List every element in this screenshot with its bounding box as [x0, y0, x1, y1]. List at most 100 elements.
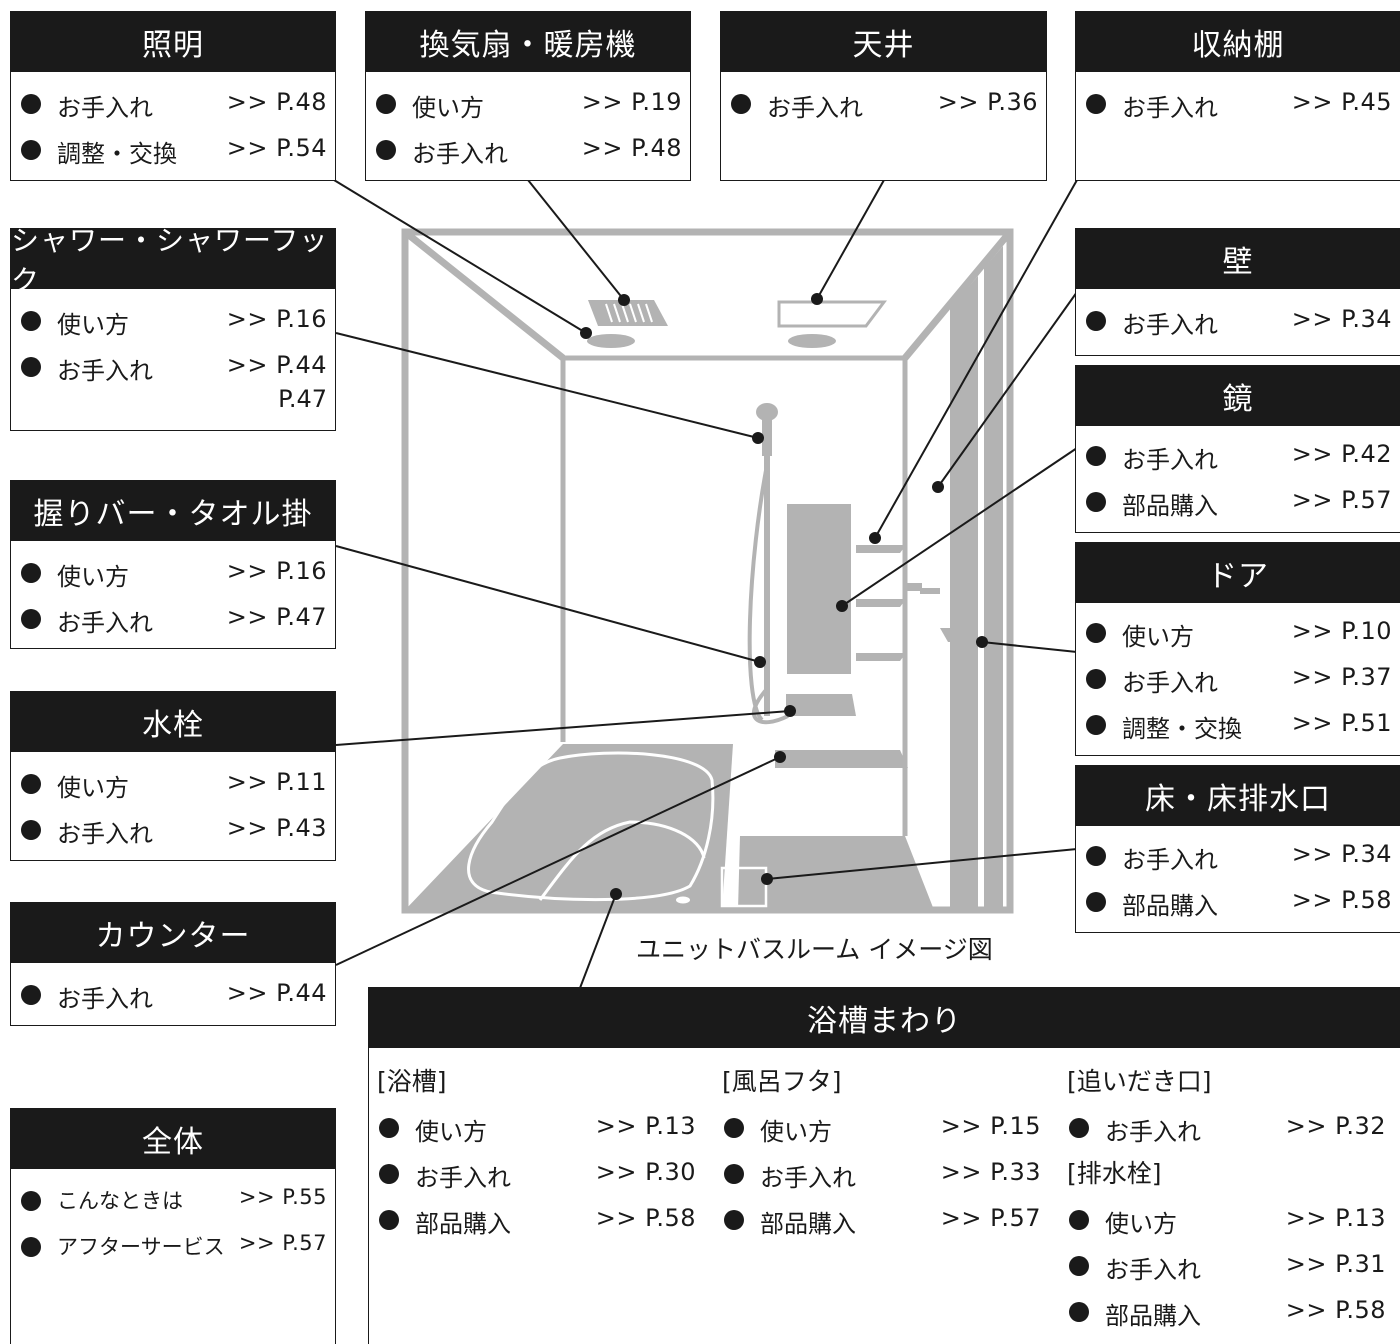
bullet-icon [21, 94, 41, 114]
page-ref[interactable]: >> P.11 [226, 768, 327, 796]
list-item[interactable]: 部品購入 >> P.58 [1059, 1292, 1394, 1332]
page-ref[interactable]: >> P.36 [937, 88, 1038, 116]
list-item[interactable]: 使い方 >> P.11 [11, 764, 335, 804]
page-ref[interactable]: >> P.19 [581, 88, 682, 116]
item-label: 部品購入 [1122, 892, 1218, 920]
bullet-icon [1086, 669, 1106, 689]
list-item[interactable]: お手入れ >> P.48 [11, 84, 335, 124]
page-ref[interactable]: >> P.34 [1291, 305, 1392, 333]
page-ref[interactable]: >> P.16 [226, 557, 327, 585]
bullet-icon [731, 94, 751, 114]
page-ref[interactable]: >> P.13 [595, 1112, 696, 1140]
page-ref[interactable]: >> P.48 [226, 88, 327, 116]
list-item[interactable]: お手入れ >> P.36 [721, 84, 1046, 124]
item-label: アフターサービス [57, 1235, 225, 1259]
page-ref[interactable]: >> P.47 [226, 603, 327, 631]
item-label: 使い方 [412, 94, 484, 122]
item-label: 部品購入 [760, 1210, 856, 1238]
page-ref[interactable]: >> P.10 [1291, 617, 1392, 645]
item-label: 使い方 [57, 563, 129, 591]
bullet-icon [1069, 1256, 1089, 1276]
list-item[interactable]: お手入れ >> P.33 [714, 1154, 1049, 1194]
page-ref[interactable]: >> P.58 [1291, 886, 1392, 914]
list-item[interactable]: お手入れ >> P.45 [1076, 84, 1400, 124]
door-title: ドア [1076, 543, 1400, 603]
page-ref[interactable]: >> P.13 [1285, 1204, 1386, 1232]
page-ref[interactable]: >> P.54 [226, 134, 327, 162]
list-item[interactable]: お手入れ >> P.37 [1076, 659, 1400, 699]
page-ref[interactable]: >> P.34 [1291, 840, 1392, 868]
item-label: お手入れ [57, 820, 153, 848]
list-item[interactable]: お手入れ >> P.30 [369, 1154, 704, 1194]
illustration-caption: ユニットバスルーム イメージ図 [636, 935, 993, 964]
list-item[interactable]: 調整・交換 >> P.51 [1076, 705, 1400, 745]
bullet-icon [1086, 492, 1106, 512]
list-item[interactable]: 使い方 >> P.19 [366, 84, 690, 124]
page-ref[interactable]: >> P.55 [238, 1185, 327, 1209]
page-ref[interactable]: >> P.48 [581, 134, 682, 162]
page-ref[interactable]: >> P.45 [1291, 88, 1392, 116]
lid-list: 使い方 >> P.15 お手入れ >> P.33 部品購入 >> P.57 [714, 1108, 1049, 1258]
item-label: お手入れ [57, 985, 153, 1013]
list-item[interactable]: お手入れ >> P.44 P.47 [11, 347, 335, 413]
item-label: 使い方 [57, 311, 129, 339]
bullet-icon [21, 140, 41, 160]
page-ref-2[interactable]: P.47 [278, 385, 327, 413]
page-ref[interactable]: >> P.44 [226, 979, 327, 1007]
bullet-icon [724, 1210, 744, 1230]
item-label: 使い方 [1122, 623, 1194, 651]
list-item[interactable]: こんなときは >> P.55 [11, 1181, 335, 1221]
item-label: お手入れ [1105, 1118, 1201, 1146]
list-item[interactable]: 使い方 >> P.16 [11, 301, 335, 341]
page-ref[interactable]: >> P.42 [1291, 440, 1392, 468]
list-item[interactable]: 部品購入 >> P.57 [714, 1200, 1049, 1240]
shower-box: シャワー・シャワーフック 使い方 >> P.16 お手入れ >> P.44 P.… [10, 224, 336, 431]
list-item[interactable]: 部品購入 >> P.57 [1076, 482, 1400, 522]
list-item[interactable]: 使い方 >> P.13 [1059, 1200, 1394, 1240]
list-item[interactable]: お手入れ >> P.34 [1076, 836, 1400, 876]
list-item[interactable]: お手入れ >> P.44 [11, 975, 335, 1015]
list-item[interactable]: 使い方 >> P.13 [369, 1108, 704, 1148]
bullet-icon [21, 985, 41, 1005]
item-label: お手入れ [1122, 446, 1218, 474]
list-item[interactable]: 使い方 >> P.10 [1076, 613, 1400, 653]
bullet-icon [1086, 311, 1106, 331]
ceiling-box: 天井 お手入れ >> P.36 [720, 11, 1047, 181]
page-ref[interactable]: >> P.43 [226, 814, 327, 842]
list-item[interactable]: お手入れ >> P.42 [1076, 436, 1400, 476]
list-item[interactable]: 調整・交換 >> P.54 [11, 130, 335, 170]
list-item[interactable]: 使い方 >> P.16 [11, 553, 335, 593]
list-item[interactable]: お手入れ >> P.43 [11, 810, 335, 850]
page-ref[interactable]: >> P.58 [595, 1204, 696, 1232]
bullet-icon [376, 140, 396, 160]
list-item[interactable]: お手入れ >> P.31 [1059, 1246, 1394, 1286]
page-ref[interactable]: >> P.58 [1285, 1296, 1386, 1324]
page-ref[interactable]: >> P.37 [1291, 663, 1392, 691]
tub-heading: [浴槽] [377, 1067, 447, 1096]
list-item[interactable]: 部品購入 >> P.58 [369, 1200, 704, 1240]
page-ref[interactable]: >> P.33 [940, 1158, 1041, 1186]
bullet-icon [21, 774, 41, 794]
list-item[interactable]: 使い方 >> P.15 [714, 1108, 1049, 1148]
whole-title: 全体 [11, 1109, 335, 1169]
list-item[interactable]: お手入れ >> P.47 [11, 599, 335, 639]
page-ref[interactable]: >> P.44 [226, 351, 327, 379]
page-ref[interactable]: >> P.51 [1291, 709, 1392, 737]
list-item[interactable]: お手入れ >> P.48 [366, 130, 690, 170]
page-ref[interactable]: >> P.57 [1291, 486, 1392, 514]
list-item[interactable]: お手入れ >> P.32 [1059, 1108, 1394, 1148]
list-item[interactable]: 部品購入 >> P.58 [1076, 882, 1400, 922]
page-ref[interactable]: >> P.15 [940, 1112, 1041, 1140]
bullet-icon [1069, 1302, 1089, 1322]
list-item[interactable]: お手入れ >> P.34 [1076, 301, 1400, 341]
page-ref[interactable]: >> P.57 [940, 1204, 1041, 1232]
page-ref[interactable]: >> P.31 [1285, 1250, 1386, 1278]
page-ref[interactable]: >> P.32 [1285, 1112, 1386, 1140]
list-item[interactable]: アフターサービス >> P.57 [11, 1227, 335, 1267]
mirror-box: 鏡 お手入れ >> P.42 部品購入 >> P.57 [1075, 365, 1400, 533]
item-label: 使い方 [57, 774, 129, 802]
page-ref[interactable]: >> P.57 [238, 1231, 327, 1255]
page-ref[interactable]: >> P.16 [226, 305, 327, 333]
tub-list: 使い方 >> P.13 お手入れ >> P.30 部品購入 >> P.58 [369, 1108, 704, 1258]
page-ref[interactable]: >> P.30 [595, 1158, 696, 1186]
